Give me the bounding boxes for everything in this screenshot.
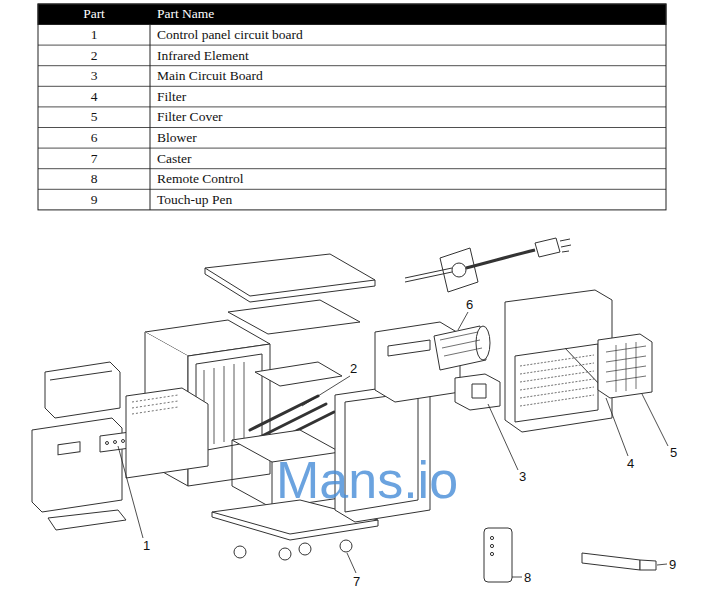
- bracket-slot: [388, 340, 430, 356]
- blower-motor: [476, 326, 490, 360]
- table-header: [38, 4, 666, 25]
- pen-cap: [640, 560, 656, 570]
- back-panel: [505, 290, 612, 432]
- display-window: [58, 442, 80, 455]
- reflector-ribs: [204, 362, 244, 446]
- remote-control: [484, 528, 512, 582]
- table-cell: 8: [38, 171, 150, 187]
- main-circuit-board: [455, 374, 500, 410]
- button: [122, 440, 125, 443]
- pen-body: [582, 553, 640, 570]
- callout-number: 6: [466, 297, 473, 312]
- inner-shelf: [228, 300, 360, 334]
- table-cell: Remote Control: [157, 171, 244, 187]
- caster-wheels: [234, 540, 352, 560]
- table-row-lines: [38, 45, 666, 189]
- callout-number: 7: [353, 574, 360, 589]
- button: [106, 442, 109, 445]
- table-cell: 6: [38, 130, 150, 146]
- cord-grommet: [452, 263, 466, 277]
- callout-number: 4: [627, 456, 634, 471]
- blower-fins: [440, 332, 482, 356]
- table-cell: Main Circuit Board: [157, 68, 263, 84]
- callout-number: 8: [524, 570, 531, 585]
- table-header-cell: Part: [38, 6, 150, 22]
- trim-line: [50, 371, 112, 380]
- back-grill-holes: [520, 355, 594, 406]
- plug-prongs: [560, 239, 571, 252]
- callout-number: 3: [519, 469, 526, 484]
- front-panel: [32, 418, 122, 512]
- bottom-trim: [48, 510, 126, 530]
- table-cell: Infrared Element: [157, 48, 249, 64]
- front-top-trim: [45, 362, 120, 418]
- remote-button: [490, 552, 493, 555]
- remote-button: [490, 536, 493, 539]
- element-bracket: [255, 362, 342, 386]
- leader-lines: [118, 312, 668, 577]
- filter-grid: [606, 342, 646, 392]
- table-cell: Control panel circuit board: [157, 27, 303, 43]
- table-cell: Filter: [157, 89, 186, 105]
- watermark: Mans.io: [276, 450, 458, 510]
- table-cell: 3: [38, 68, 150, 84]
- cord-wire: [405, 268, 452, 282]
- button: [114, 441, 117, 444]
- table-cell: 4: [38, 89, 150, 105]
- table-cell: 7: [38, 151, 150, 167]
- plug: [535, 238, 560, 257]
- table-cell: Caster: [157, 151, 192, 167]
- board-chip: [472, 384, 486, 398]
- table-cell: 5: [38, 109, 150, 125]
- table-cell: 2: [38, 48, 150, 64]
- table-column-line: [150, 25, 151, 210]
- callout-number: 5: [670, 445, 677, 460]
- remote-button: [490, 544, 493, 547]
- cord-plate: [440, 248, 478, 292]
- table-cell: 1: [38, 27, 150, 43]
- table-cell: Blower: [157, 130, 197, 146]
- callout-number: 2: [350, 361, 357, 376]
- table-header-cell: Part Name: [157, 6, 214, 22]
- grill-slots: [132, 395, 178, 414]
- table-cell: Filter Cover: [157, 109, 223, 125]
- filter-cover: [598, 334, 652, 398]
- table-cell: Touch-up Pen: [157, 192, 232, 208]
- back-grill: [515, 344, 598, 422]
- table-cell: 9: [38, 192, 150, 208]
- callout-number: 9: [669, 557, 676, 572]
- top-lid-edge: [205, 268, 375, 302]
- callout-number: 1: [143, 538, 150, 553]
- front-grill: [126, 388, 208, 478]
- power-cord: [466, 250, 535, 268]
- table-border: [38, 4, 666, 210]
